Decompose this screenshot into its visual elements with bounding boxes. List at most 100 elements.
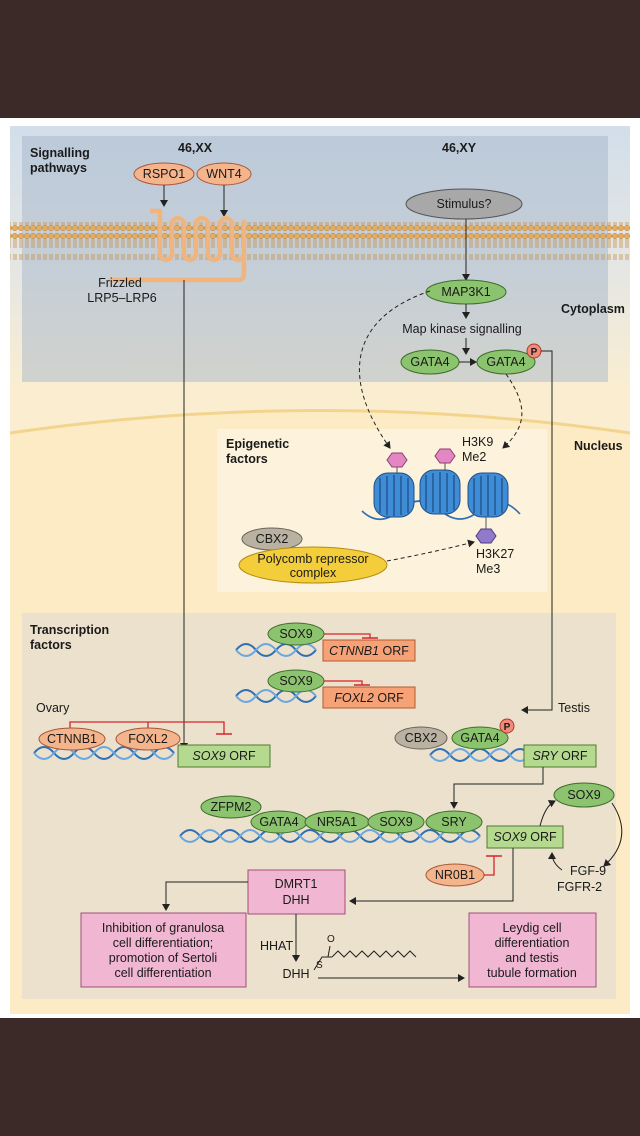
gata4-label: GATA4 [460, 731, 499, 745]
sry-orf-label: SRY ORF [532, 749, 587, 763]
dna-helix-ovary [33, 746, 175, 760]
ovary-outcome-line-3: promotion of Sertoli [109, 951, 217, 965]
polycomb-arrow [386, 539, 475, 562]
signalling-title-1: Signalling [30, 146, 90, 160]
methyl-mark-3 [475, 528, 497, 544]
sulfur-label: S [316, 960, 323, 971]
testis-label: Testis [558, 701, 590, 715]
nr0b1-inhibit-line [484, 856, 495, 876]
fgfr2-label: FGFR-2 [557, 880, 602, 894]
sox9-label-b: SOX9 [279, 674, 312, 688]
sry-expression-arrow [450, 767, 544, 809]
sox9-label-c: SOX9 [379, 815, 412, 829]
gata4-to-chromatin-arrow [502, 373, 523, 449]
dmrt1-label: DMRT1 [275, 877, 318, 891]
ctnnb1-orf-box [322, 639, 416, 662]
h3k9-label-1: H3K9 [462, 435, 493, 449]
ovary-label: Ovary [36, 701, 70, 715]
nr5a1-label: NR5A1 [317, 815, 357, 829]
sox9-orf-ovary-box [177, 744, 271, 768]
methyl-mark-2 [434, 448, 456, 464]
sox9-label-a: SOX9 [279, 627, 312, 641]
ovary-outcome-line-2: cell differentiation; [113, 936, 214, 950]
palmitoyl-chain [313, 945, 417, 971]
testis-outcome-line-4: tubule formation [487, 966, 577, 980]
h3k27-label-1: H3K27 [476, 547, 514, 561]
sox9-inhibit-ctnnb1 [324, 633, 371, 638]
epigenetic-title-2: factors [226, 452, 268, 466]
zfpm2-node [200, 795, 262, 819]
nucleosome-2 [419, 469, 461, 515]
sox9-loop-label: SOX9 [567, 788, 600, 802]
phospho-label-b: P [504, 722, 511, 733]
ctnnb1-node [38, 727, 106, 751]
testis-outcome-box [468, 912, 597, 988]
methyl-mark-1 [386, 452, 408, 468]
sox9-node-c [367, 810, 425, 834]
sry-orf-box [523, 744, 597, 768]
testis-outcome-line-2: differentiation [495, 936, 570, 950]
sox9-loop-node [553, 782, 615, 808]
nucleosome-3 [467, 472, 509, 518]
h3k27-label-2: Me3 [476, 562, 500, 576]
sox9-to-dmrt1-arrow [349, 848, 514, 905]
cbx2-node [394, 726, 448, 750]
pathway-diagram: Signalling pathways 46,XX 46,XY Cytoplas… [9, 126, 631, 1014]
hhat-label: HHAT [260, 939, 293, 953]
nucleosome-1 [373, 472, 415, 518]
gata4-to-testis-arrow [521, 350, 553, 714]
gata4-label-2: GATA4 [259, 815, 298, 829]
map-kinase-label: Map kinase signalling [402, 322, 522, 336]
polycomb-label-2: complex [290, 566, 337, 580]
phospho-label-a: P [531, 347, 538, 358]
ovary-inhibit-line [69, 721, 225, 734]
karyotype-xy: 46,XY [442, 141, 477, 155]
map3k1-to-chromatin-arrow [359, 290, 431, 449]
testis-outcome-line-3: and testis [505, 951, 559, 965]
ovary-outcome-line-1: Inhibition of granulosa [102, 921, 224, 935]
oxygen-label: O [327, 934, 335, 945]
polycomb-node [238, 546, 388, 584]
gata4-node [451, 726, 509, 750]
foxl2-orf-box [322, 686, 416, 709]
nucleus-label: Nucleus [574, 439, 623, 453]
sox9-orf-testis-box [486, 825, 564, 849]
epigenetic-title-1: Epigenetic [226, 437, 289, 451]
dmrt1-to-ovary-outcome-arrow [162, 881, 248, 911]
dmrt1-dhh-box [247, 869, 346, 915]
fgf9-label: FGF-9 [570, 864, 606, 878]
foxl2-node [115, 727, 181, 751]
sox9-orf-testis-label: SOX9 ORF [493, 830, 557, 844]
ovary-outcome-box [80, 912, 247, 988]
ctnnb1-label: CTNNB1 [47, 732, 97, 746]
sry-node [425, 810, 483, 834]
sry-label: SRY [441, 815, 467, 829]
cytoplasm-label: Cytoplasm [561, 302, 625, 316]
gata4-label-b: GATA4 [486, 355, 525, 369]
nr0b1-label: NR0B1 [435, 868, 475, 882]
polycomb-label-1: Polycomb repressor [257, 552, 368, 566]
fgfr2-feedback-arrow [548, 852, 563, 871]
dhh-label: DHH [282, 893, 309, 907]
foxl2-label: FOXL2 [128, 732, 168, 746]
dhh-modified-label: DHH [282, 967, 309, 981]
pathway-figure: Signalling pathways 46,XX 46,XY Cytoplas… [0, 118, 640, 1018]
frizzled-receptor [110, 208, 247, 283]
foxl2-orf-label: FOXL2 ORF [334, 691, 404, 705]
signalling-title-2: pathways [30, 161, 87, 175]
fgf9-arrow [603, 802, 623, 867]
cbx2-epigenetic-label: CBX2 [256, 532, 289, 546]
transcription-title-2: factors [30, 638, 72, 652]
zfpm2-label: ZFPM2 [211, 800, 252, 814]
h3k9-label-2: Me2 [462, 450, 486, 464]
wnt4-label: WNT4 [206, 167, 241, 181]
phospho-badge-b [499, 718, 515, 734]
receptor-label-2: LRP5–LRP6 [87, 291, 157, 305]
receptor-label-1: Frizzled [98, 276, 142, 290]
sox9-self-arrow [539, 800, 556, 827]
nuclear-envelope [9, 409, 631, 435]
cell-membrane [10, 222, 630, 260]
sox9-orf-ovary-label: SOX9 ORF [192, 749, 256, 763]
stimulus-label: Stimulus? [437, 197, 492, 211]
testis-outcome-line-1: Leydig cell [502, 921, 561, 935]
